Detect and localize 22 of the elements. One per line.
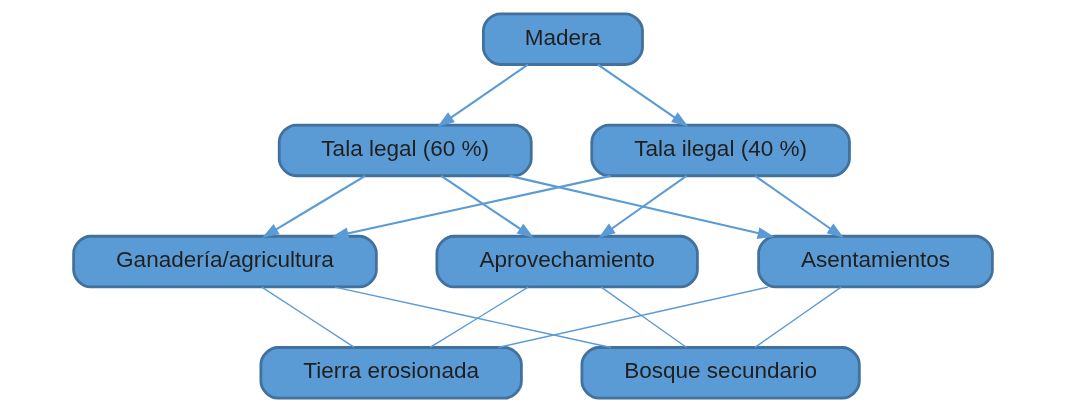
node-box: Bosque secundario [580,346,861,400]
connector [428,286,529,349]
arrow [437,63,528,127]
connector [333,286,612,349]
arrow [508,174,775,239]
arrow [261,174,366,238]
connector [600,286,687,349]
node-box: Tierra erosionada [259,346,523,400]
node-box: Madera [481,12,644,66]
arrow [440,174,534,238]
node-box: Ganadería/agricultura [71,234,378,289]
arrow [598,175,687,239]
node-box: Asentamientos [756,234,994,289]
node-box: Tala legal (60 %) [277,123,533,178]
node-box: Aprovechamiento [435,234,699,289]
connector [497,286,769,349]
arrow [596,63,688,127]
connector [260,286,355,349]
arrow [331,174,611,240]
node-box: Tala ilegal (40 %) [589,123,851,178]
arrow [753,175,844,239]
connector [753,286,842,349]
